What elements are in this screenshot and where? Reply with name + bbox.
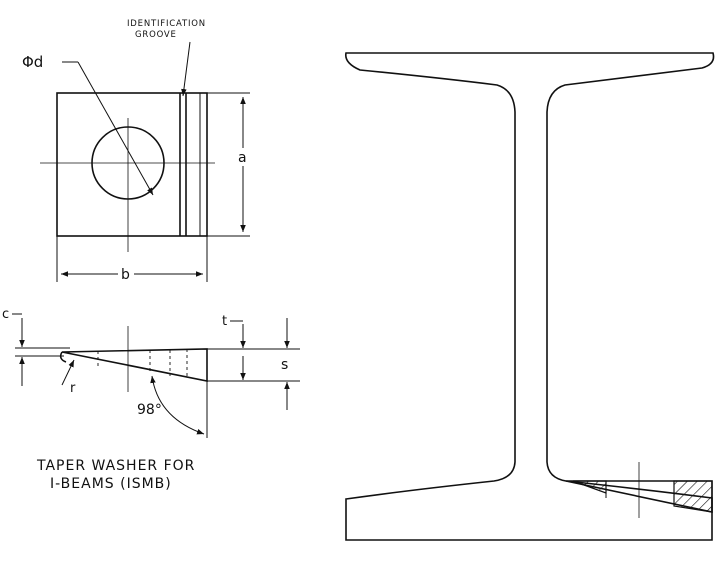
groove-label: GROOVE: [135, 30, 177, 40]
taper-profile: [61, 348, 208, 382]
groove-leader: [181, 41, 191, 97]
washer-hatch-left: [572, 480, 607, 494]
dim-b-label: b: [121, 267, 130, 283]
caption-line-2: I-BEAMS (ISMB): [50, 476, 172, 492]
i-beam-section: [344, 52, 715, 541]
washer-section-view: c r t s 98° TAPER WASHER FOR I-BEAMS (IS…: [2, 307, 300, 492]
washer-hatch-right: [673, 480, 713, 513]
dim-t-label: t: [222, 314, 227, 329]
washer-plan-view: Φd IDENTIFICATION GROOVE a b: [22, 19, 252, 283]
i-beam-outline: [344, 52, 715, 541]
dim-a-label: a: [238, 150, 247, 166]
dim-s-label: s: [281, 357, 288, 373]
caption-line-1: TAPER WASHER FOR: [36, 458, 195, 474]
phi-d-leader: [77, 61, 154, 196]
dim-c-label: c: [2, 307, 9, 322]
radius-label: r: [70, 381, 76, 396]
seated-washer: [565, 462, 713, 518]
corner-radius: [59, 351, 67, 363]
identification-label: IDENTIFICATION: [127, 19, 206, 29]
angle-arc: [150, 375, 205, 435]
angle-label: 98°: [137, 402, 162, 418]
washer-outline: [56, 92, 208, 237]
phi-d-label: Φd: [22, 53, 43, 71]
radius-leader: [61, 359, 75, 386]
